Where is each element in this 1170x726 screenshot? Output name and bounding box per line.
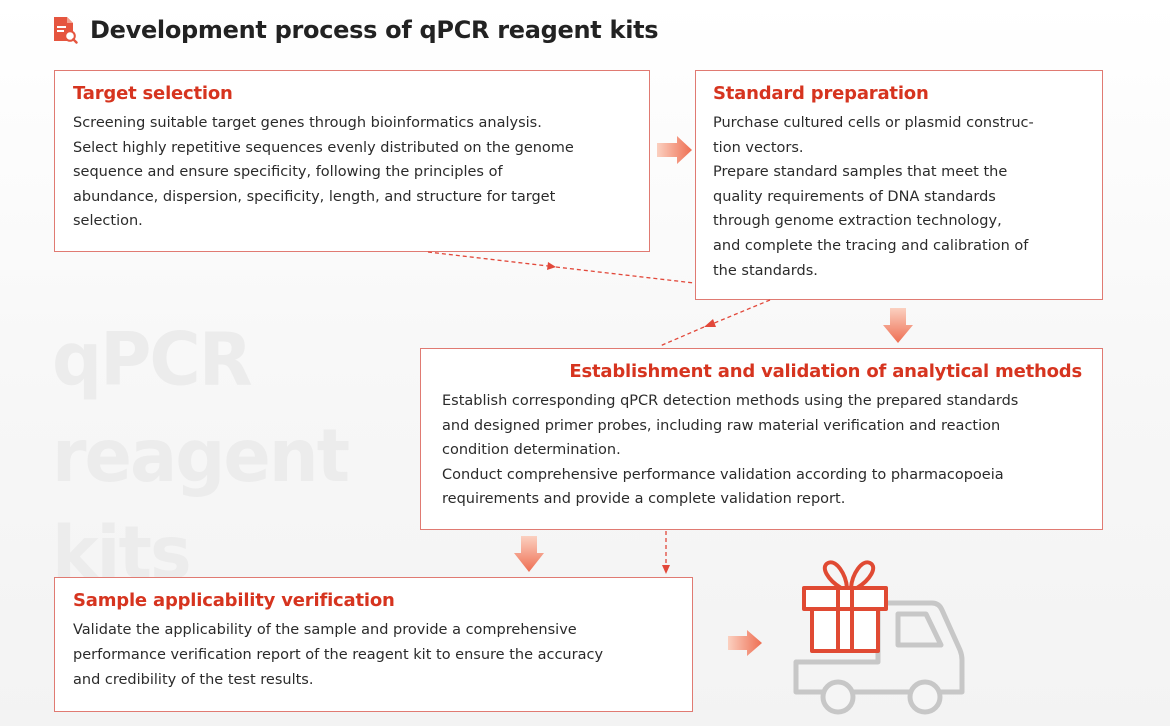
- step-title: Establishment and validation of analytic…: [569, 361, 1082, 382]
- delivery-truck-icon: [793, 600, 965, 715]
- step-line: through genome extraction technology,: [713, 213, 1002, 230]
- step-line: Validate the applicability of the sample…: [73, 622, 577, 638]
- step-description: Screening suitable target genes through …: [73, 111, 649, 234]
- arrow-down-icon: [883, 308, 913, 343]
- step-description: Establish corresponding qPCR detection m…: [442, 389, 1082, 512]
- step-line: sequence and ensure specificity, followi…: [73, 164, 503, 181]
- step-line: Screening suitable target genes through …: [73, 115, 542, 131]
- step-line: Establish corresponding qPCR detection m…: [442, 393, 1019, 409]
- step-title: Standard preparation: [713, 83, 929, 104]
- step-line: and complete the tracing and calibration…: [713, 237, 1029, 254]
- arrow-right-icon: [657, 136, 692, 164]
- dashed-connector-standard-to-method: [659, 299, 771, 347]
- step-line: Select highly repetitive sequences evenl…: [73, 139, 574, 156]
- step-line: abundance, dispersion, specificity, leng…: [73, 188, 556, 205]
- step-title: Target selection: [73, 83, 233, 104]
- step-standard-preparation: Standard preparation Purchase cultured c…: [695, 70, 1103, 300]
- step-line: performance verification report of the r…: [73, 647, 604, 663]
- step-line: requirements and provide a complete vali…: [442, 491, 846, 508]
- step-sample-verification: Sample applicability verification Valida…: [54, 577, 693, 712]
- step-line: Purchase cultured cells or plasmid const…: [713, 115, 1034, 131]
- document-search-icon: [54, 17, 78, 44]
- watermark-line: qPCR reagent: [52, 316, 350, 500]
- step-description: Validate the applicability of the sample…: [73, 618, 692, 693]
- step-line: Prepare standard samples that meet the: [713, 164, 1008, 181]
- dashed-connector-method-to-sample: [662, 531, 670, 574]
- step-title: Sample applicability verification: [73, 590, 395, 611]
- step-method-validation: Establishment and validation of analytic…: [420, 348, 1103, 530]
- step-line: Conduct comprehensive performance valida…: [442, 466, 1004, 483]
- gift-box-icon: [802, 560, 888, 653]
- step-line: quality requirements of DNA standards: [713, 188, 996, 205]
- arrow-right-icon: [728, 630, 762, 656]
- step-description: Purchase cultured cells or plasmid const…: [713, 111, 1102, 283]
- step-line: condition determination.: [442, 442, 621, 459]
- step-line: the standards.: [713, 262, 818, 279]
- background-watermark: qPCR reagent kits: [52, 311, 432, 601]
- step-line: tion vectors.: [713, 139, 804, 156]
- page-header: Development process of qPCR reagent kits: [52, 12, 659, 48]
- step-line: and designed primer probes, including ra…: [442, 417, 1001, 434]
- step-line: selection.: [73, 213, 143, 230]
- step-line: and credibility of the test results.: [73, 672, 314, 688]
- step-target-selection: Target selection Screening suitable targ…: [54, 70, 650, 252]
- arrow-down-icon: [514, 536, 544, 572]
- page-title: Development process of qPCR reagent kits: [90, 16, 659, 44]
- dashed-connector-target-to-standard: [427, 251, 695, 284]
